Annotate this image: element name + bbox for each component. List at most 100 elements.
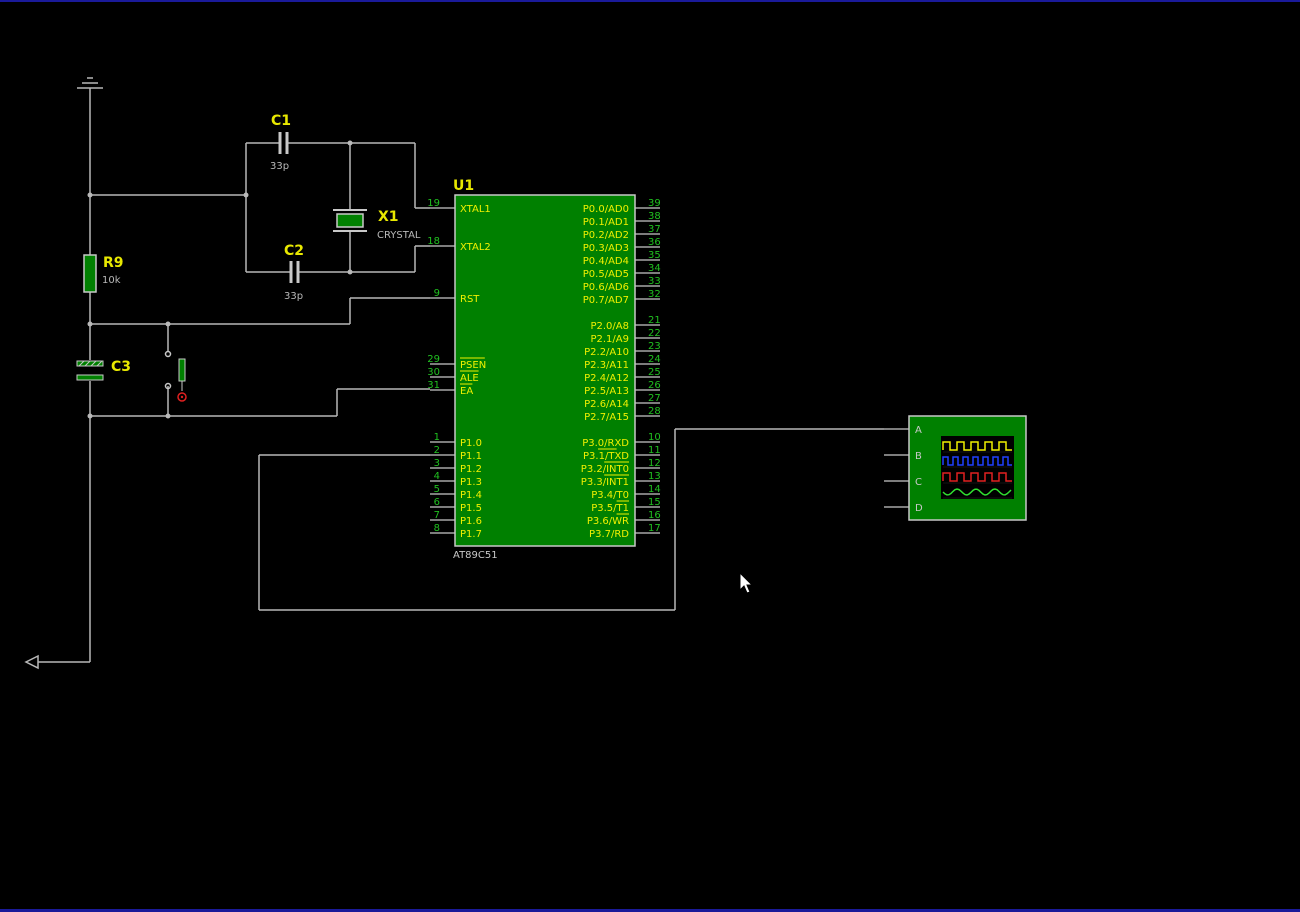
u1-pin-number: 24 [648, 354, 661, 365]
u1-pin-number: 17 [648, 523, 661, 534]
r9-value: 10k [102, 275, 121, 286]
u1-pin-number: 30 [427, 367, 440, 378]
u1-pin-number: 3 [434, 458, 440, 469]
u1-pin-name: P2.1/A9 [590, 334, 629, 345]
u1-pin-name: P2.4/A12 [584, 373, 629, 384]
u1-pin-6[interactable]: 6P1.5 [430, 497, 482, 514]
u1-pin-name: P3.0/RXD [582, 438, 629, 449]
u1-pin-name: RST [460, 294, 480, 305]
scope-channel-a[interactable]: A [884, 425, 922, 436]
u1-pin-number: 18 [427, 236, 440, 247]
u1-pin-name: P0.3/AD3 [583, 243, 629, 254]
crystal-x1[interactable]: X1 CRYSTAL [333, 209, 421, 241]
oscilloscope[interactable]: A B C D [884, 415, 1027, 521]
input-terminal-icon[interactable] [24, 654, 39, 670]
u1-pin-name: P1.7 [460, 529, 482, 540]
microcontroller-u1[interactable]: U1 AT89C51 19XTAL118XTAL29RST29PSEN30ALE… [427, 178, 660, 561]
capacitor-c3[interactable]: C3 [76, 359, 131, 381]
scope-channel-pins: A B C D [884, 425, 923, 514]
u1-pin-number: 34 [648, 263, 661, 274]
r9-label: R9 [103, 255, 124, 271]
scope-channel-d[interactable]: D [884, 503, 923, 514]
u1-pin-7[interactable]: 7P1.6 [430, 510, 482, 527]
u1-pin-name: P0.1/AD1 [583, 217, 629, 228]
u1-pin-5[interactable]: 5P1.4 [430, 484, 482, 501]
u1-pin-name: XTAL2 [460, 242, 491, 253]
u1-pin-number: 13 [648, 471, 661, 482]
u1-pin-number: 1 [434, 432, 440, 443]
u1-pin-3[interactable]: 3P1.2 [430, 458, 482, 475]
u1-pin-name: P1.1 [460, 451, 482, 462]
power-terminal-icon[interactable] [77, 77, 103, 89]
mouse-cursor-icon [739, 571, 754, 594]
x1-value: CRYSTAL [377, 230, 421, 241]
u1-pin-number: 11 [648, 445, 661, 456]
u1-pin-2[interactable]: 2P1.1 [430, 445, 482, 462]
u1-pin-name: P0.2/AD2 [583, 230, 629, 241]
u1-pin-number: 27 [648, 393, 661, 404]
scope-channel-c[interactable]: C [884, 477, 922, 488]
u1-pin-name: XTAL1 [460, 204, 491, 215]
u1-pin-number: 38 [648, 211, 661, 222]
scope-traces [942, 441, 1012, 499]
u1-pin-name: P0.6/AD6 [583, 282, 629, 293]
c1-value: 33p [270, 161, 289, 172]
u1-right-pins: 39P0.0/AD038P0.1/AD137P0.2/AD236P0.3/AD3… [581, 198, 661, 540]
u1-pin-number: 12 [648, 458, 661, 469]
u1-pin-number: 19 [427, 198, 440, 209]
u1-pin-name: P2.3/A11 [584, 360, 629, 371]
scope-channel-label: A [915, 425, 922, 436]
u1-pin-1[interactable]: 1P1.0 [430, 432, 482, 449]
scope-channel-label: D [915, 503, 923, 514]
scope-channel-b[interactable]: B [884, 451, 922, 462]
wires [38, 88, 884, 663]
capacitor-c2[interactable]: C2 33p [284, 243, 304, 302]
capacitor-c1[interactable]: C1 33p [270, 113, 291, 172]
scope-trace-4 [942, 488, 1012, 496]
junction-dots [87, 140, 353, 419]
u1-pin-number: 15 [648, 497, 661, 508]
u1-pin-8[interactable]: 8P1.7 [430, 523, 482, 540]
u1-pin-name: P1.4 [460, 490, 482, 501]
u1-pin-name: P3.7/RD [589, 529, 629, 540]
button-actuator-icon[interactable] [177, 392, 187, 402]
reset-pushbutton[interactable] [164, 350, 187, 402]
u1-pin-4[interactable]: 4P1.3 [430, 471, 482, 488]
u1-pin-number: 32 [648, 289, 661, 300]
resistor-r9[interactable]: R9 10k [83, 254, 124, 293]
u1-pin-number: 36 [648, 237, 661, 248]
scope-channel-label: B [915, 451, 922, 462]
u1-pin-number: 23 [648, 341, 661, 352]
